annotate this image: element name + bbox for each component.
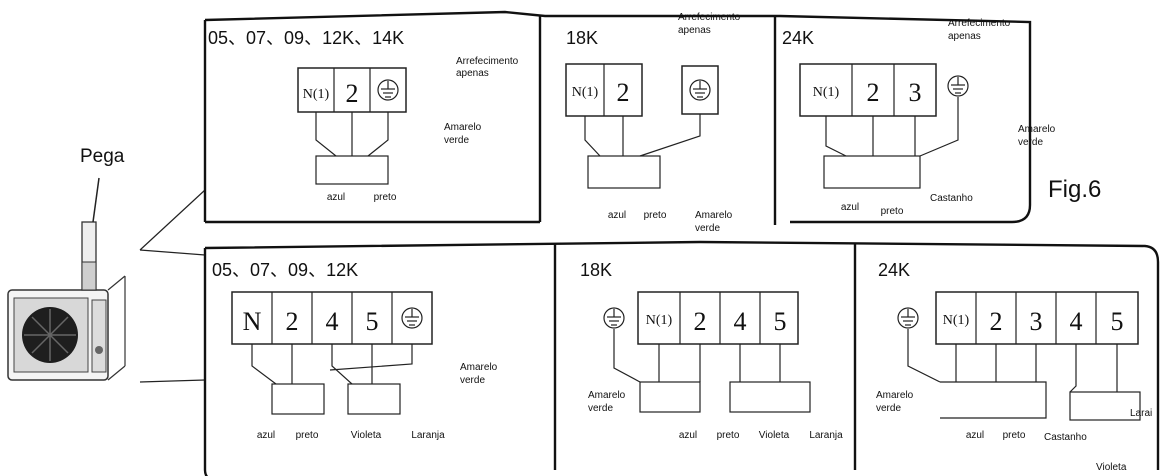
ground-icon <box>377 79 399 101</box>
wire-label-black: preto <box>296 430 319 441</box>
terminal-2: 2 <box>286 307 299 336</box>
ground-wire-label: Amarelo <box>1018 124 1056 135</box>
cable-connector-2 <box>729 381 811 413</box>
cable-connector <box>587 155 661 189</box>
wire-label-blue: azul <box>608 210 626 221</box>
wire-label-blue: azul <box>327 192 345 203</box>
cable-connector-1 <box>271 383 325 415</box>
svg-text:verde: verde <box>876 403 901 414</box>
terminal-5: 5 <box>366 307 379 336</box>
terminal-block <box>637 291 799 345</box>
terminal-n1: N(1) <box>303 87 330 102</box>
terminal-3: 3 <box>1030 307 1043 336</box>
panel-frames <box>203 10 1160 476</box>
ground-wire-label: Amarelo <box>588 390 626 401</box>
wire-label-violet: Violeta <box>1096 462 1127 473</box>
panel-top-1: 05、07、09、12K、14K N(1) 2 azul preto Arref… <box>208 28 519 203</box>
cooling-only-note: Arrefecimento <box>948 18 1011 29</box>
wire-label-black: preto <box>1003 430 1026 441</box>
terminal-n1: N(1) <box>943 313 970 328</box>
terminal-2: 2 <box>346 79 359 108</box>
cable-connector-2 <box>1069 391 1141 421</box>
model-label: 24K <box>782 28 814 48</box>
figure-label: Fig.6 <box>1048 176 1101 203</box>
cable-connector <box>823 155 921 189</box>
panel-top-2: 18K N(1) 2 azul preto Arrefecimento apen… <box>565 12 741 234</box>
model-label: 05、07、09、12K、14K <box>208 28 404 48</box>
terminal-4: 4 <box>734 307 747 336</box>
terminal-n1: N(1) <box>813 85 840 100</box>
wire-label-blue: azul <box>257 430 275 441</box>
wire-label-blue: azul <box>966 430 984 441</box>
wire-label-black: preto <box>644 210 667 221</box>
terminal-5: 5 <box>1111 307 1124 336</box>
wire-label-orange-cropped: Larai <box>1130 408 1152 419</box>
model-label: 05、07、09、12K <box>212 260 358 280</box>
panel-bottom-2: 18K N(1) 2 4 5 azul preto Violeta Laranj… <box>580 260 843 441</box>
svg-text:verde: verde <box>588 403 613 414</box>
outdoor-unit-illustration <box>7 177 126 381</box>
svg-text:apenas: apenas <box>948 31 981 42</box>
ground-wire-label: Amarelo <box>444 122 482 133</box>
ground-icon <box>947 75 969 97</box>
handle-label: Pega <box>80 146 125 167</box>
wire-label-blue: azul <box>841 202 859 213</box>
ground-icon <box>689 79 711 101</box>
terminal-2: 2 <box>867 78 880 107</box>
handle-leader-line <box>92 177 100 223</box>
terminal-2: 2 <box>990 307 1003 336</box>
model-label: 24K <box>878 260 910 280</box>
wire-label-orange: Laranja <box>809 430 843 441</box>
wire-label-black: preto <box>717 430 740 441</box>
svg-text:verde: verde <box>1018 137 1043 148</box>
ground-wire-label: Amarelo <box>460 362 498 373</box>
wire-label-brown: Castanho <box>930 193 973 204</box>
svg-text:verde: verde <box>460 375 485 386</box>
wire-label-violet: Violeta <box>351 430 382 441</box>
terminal-block <box>935 291 1139 345</box>
wire-label-black: preto <box>881 206 904 217</box>
svg-text:verde: verde <box>444 135 469 146</box>
cooling-only-note: Arrefecimento <box>678 12 741 23</box>
ground-icon <box>897 307 919 329</box>
wire-label-orange: Laranja <box>411 430 445 441</box>
terminal-n1: N(1) <box>572 85 599 100</box>
wire-label-violet: Violeta <box>759 430 790 441</box>
terminal-n: N <box>243 307 262 336</box>
svg-text:apenas: apenas <box>456 68 489 79</box>
cable-connector <box>315 155 389 185</box>
terminal-5: 5 <box>774 307 787 336</box>
wire-label-black: preto <box>374 192 397 203</box>
wire-label-brown: Castanho <box>1044 432 1087 443</box>
ground-icon <box>603 307 625 329</box>
svg-text:verde: verde <box>695 223 720 234</box>
ground-wire-label: Amarelo <box>695 210 733 221</box>
wire-label-blue: azul <box>679 430 697 441</box>
terminal-2: 2 <box>694 307 707 336</box>
terminal-4: 4 <box>1070 307 1083 336</box>
terminal-n1: N(1) <box>646 313 673 328</box>
model-label: 18K <box>566 28 598 48</box>
cable-connector-1 <box>639 381 701 413</box>
cable-connector-2 <box>347 383 401 415</box>
panel-bottom-1: 05、07、09、12K N 2 4 5 azul preto Violeta … <box>212 260 498 441</box>
svg-text:apenas: apenas <box>678 25 711 36</box>
ground-icon <box>401 307 423 329</box>
cooling-only-note: Arrefecimento <box>456 56 519 67</box>
panel-bottom-3: 24K N(1) 2 3 4 5 azul preto Castanho Lar… <box>876 260 1152 473</box>
terminal-block <box>799 63 937 117</box>
panel-top-3: 24K N(1) 2 3 azul preto Castanho Arrefec… <box>782 18 1056 217</box>
terminal-4: 4 <box>326 307 339 336</box>
terminal-2: 2 <box>617 78 630 107</box>
ground-wire-label: Amarelo <box>876 390 914 401</box>
terminal-3: 3 <box>909 78 922 107</box>
model-label: 18K <box>580 260 612 280</box>
